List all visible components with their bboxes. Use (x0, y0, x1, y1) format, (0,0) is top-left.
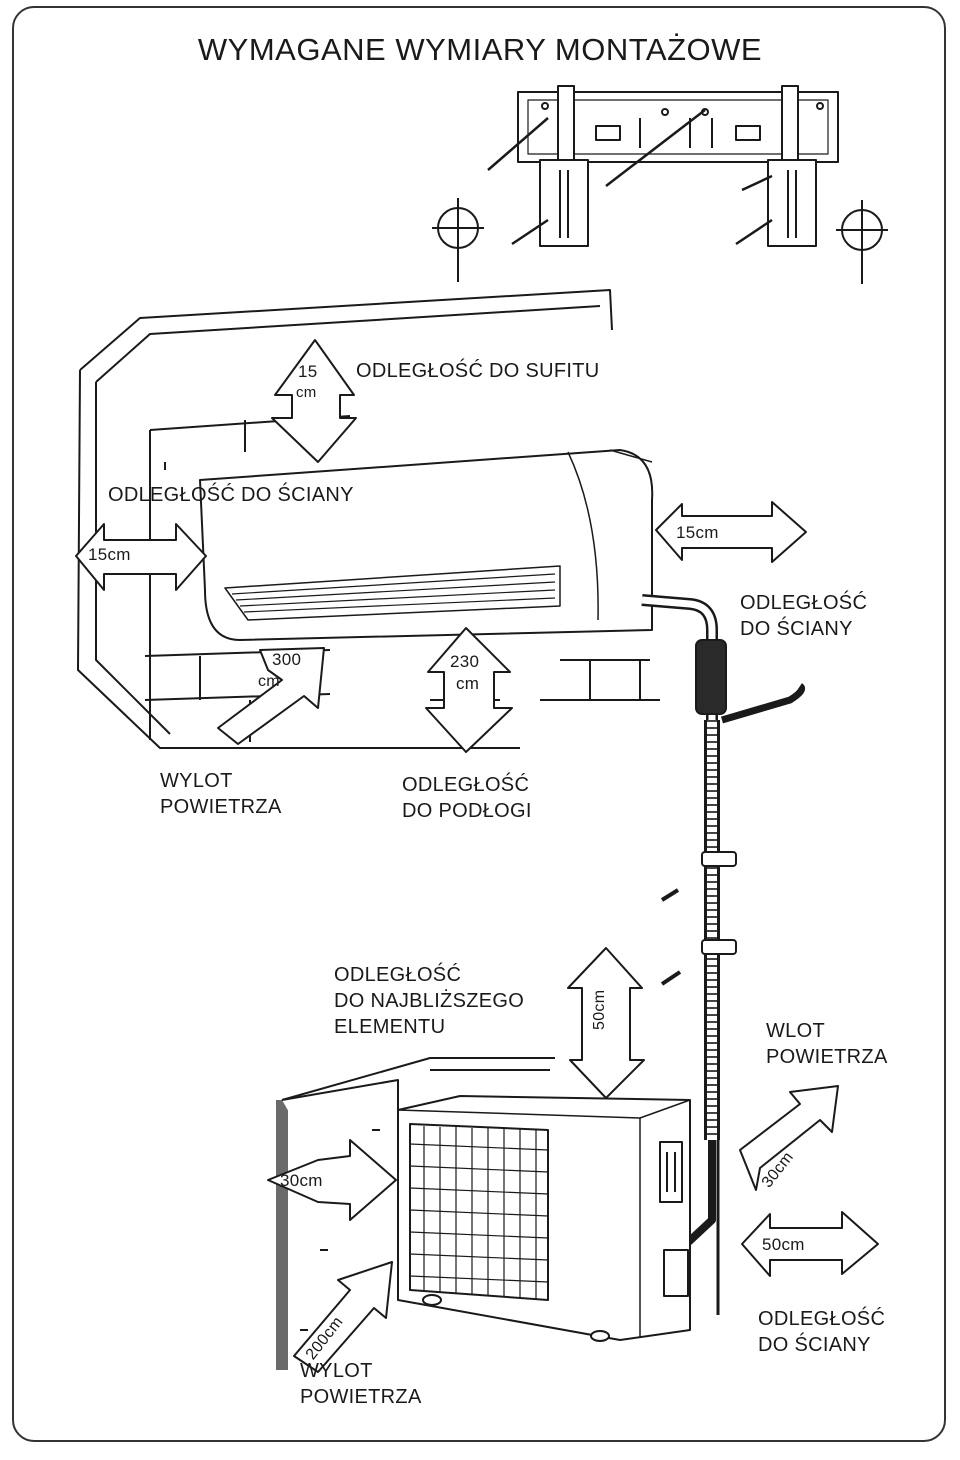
indoor-air-outlet-label: WYLOT POWIETRZA (160, 770, 282, 818)
air-outlet-distance-unit: cm (258, 673, 280, 690)
outdoor-unit (397, 1095, 691, 1342)
floor-distance-unit: cm (456, 674, 480, 693)
diagram-frame (12, 6, 946, 1442)
ceiling-distance-unit: cm (296, 384, 317, 401)
crosshair-left-icon (432, 198, 484, 282)
left-wall-distance-value: 15cm (88, 545, 131, 564)
ceiling-arrow (271, 339, 357, 463)
indoor-unit (199, 449, 654, 641)
rear-wall-distance-value: 30cm (280, 1171, 323, 1190)
side-wall-arrow (741, 1211, 879, 1277)
page-title: WYMAGANE WYMIARY MONTAŻOWE (197, 32, 763, 67)
floor-distance-label: ODLEGŁOŚĆ DO PODŁOGI (402, 774, 532, 822)
air-inlet-arrow (739, 1085, 839, 1191)
floor-distance-value: 230 (450, 652, 480, 671)
air-inlet-label: WLOT POWIETRZA (766, 1020, 888, 1068)
dimension-arrows (75, 339, 879, 1373)
ceiling-distance-value: 15 (298, 362, 318, 381)
nearest-element-value: 50cm (591, 989, 608, 1030)
left-wall-distance-label: ODLEGŁOŚĆ DO ŚCIANY (108, 484, 354, 506)
refrigerant-pipe (641, 594, 806, 1315)
outdoor-outlet-arrow (293, 1261, 393, 1373)
side-wall-distance-label: ODLEGŁOŚĆ DO ŚCIANY (758, 1308, 886, 1356)
right-wall-distance-value: 15cm (676, 523, 719, 542)
crosshair-right-icon (836, 200, 888, 284)
floor-arrow (425, 627, 513, 753)
nearest-element-arrow (567, 947, 645, 1099)
right-wall-arrow (655, 501, 807, 563)
side-wall-distance-value: 50cm (762, 1235, 805, 1254)
rear-wall-arrow (267, 1139, 397, 1221)
mounting-plate (487, 85, 839, 247)
right-wall-distance-label: ODLEGŁOŚĆ DO ŚCIANY (740, 592, 868, 640)
wall-screws (660, 888, 682, 986)
outdoor-air-outlet-label: WYLOT POWIETRZA (300, 1360, 422, 1408)
ceiling-distance-label: ODLEGŁOŚĆ DO SUFITU (356, 360, 600, 382)
nearest-element-label: ODLEGŁOŚĆ DO NAJBLIŻSZEGO ELEMENTU (334, 964, 525, 1038)
air-outlet-arrow (217, 647, 325, 745)
air-outlet-distance-value: 300 (272, 650, 302, 669)
left-wall-arrow (75, 523, 207, 591)
